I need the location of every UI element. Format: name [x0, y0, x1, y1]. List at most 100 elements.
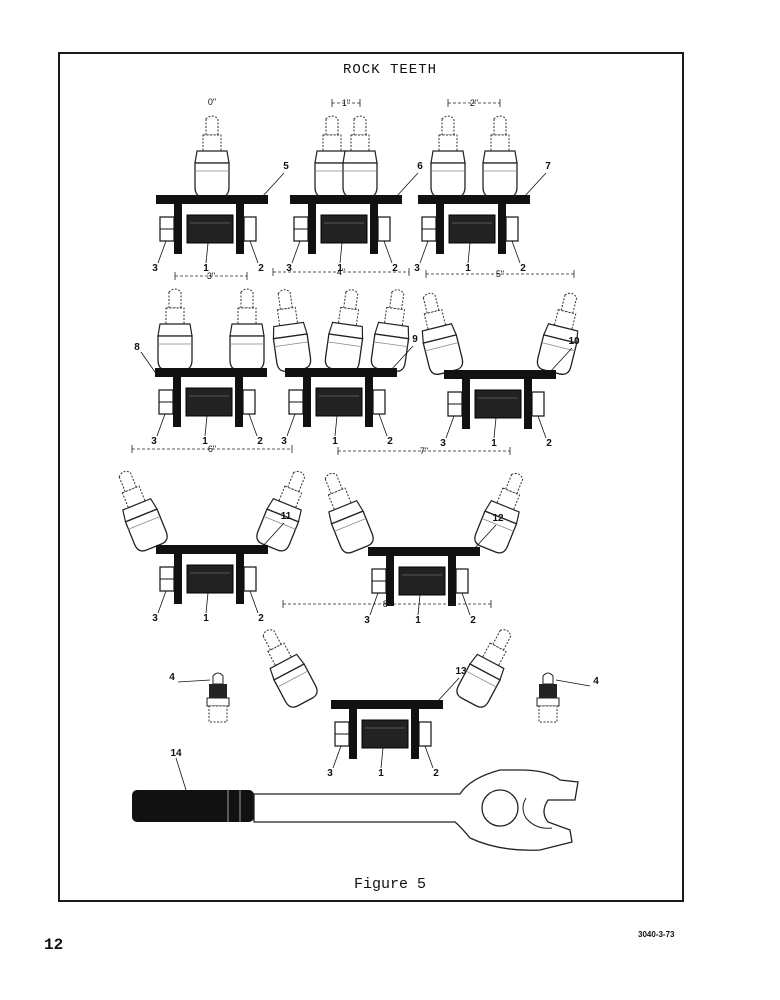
spacer-block	[185, 387, 233, 417]
rock-tooth-assembly: 1" 3 1 2 6	[286, 98, 423, 274]
rock-tooth	[324, 289, 364, 372]
mounting-bar	[444, 370, 556, 379]
part-label-nut: 2	[257, 436, 263, 447]
spacer-block	[320, 214, 368, 244]
assembly-ref-label: 7	[545, 161, 551, 172]
part-label-nut: 2	[258, 263, 264, 274]
page-number: 12	[44, 936, 64, 954]
bracket-leg	[524, 379, 532, 429]
bracket-leg	[498, 204, 506, 254]
bracket-leg	[236, 554, 244, 604]
bracket-leg	[365, 377, 373, 427]
bracket-leg	[308, 204, 316, 254]
mounting-bar	[156, 545, 268, 554]
rock-tooth	[430, 115, 466, 198]
spacing-label: 0"	[208, 97, 216, 107]
part-label-bolt: 3	[414, 263, 420, 274]
spacer-block	[398, 566, 446, 596]
rock-tooth	[474, 472, 524, 554]
spacer-block	[474, 389, 522, 419]
assembly-ref-label: 9	[412, 334, 418, 345]
part-label-nut: 2	[387, 436, 393, 447]
rock-tooth-assembly: 3" 3 1 2 8	[134, 271, 267, 447]
rock-tooth	[342, 115, 378, 198]
figure-caption: Figure 5	[353, 876, 426, 893]
part-label-bolt: 3	[151, 436, 157, 447]
mounting-bar	[156, 195, 268, 204]
nut	[242, 389, 256, 415]
rock-tooth	[118, 470, 168, 552]
nut	[243, 566, 257, 592]
loose-tooth-label: 4	[169, 672, 175, 683]
wrench-head	[253, 769, 579, 851]
rock-tooth	[272, 289, 312, 372]
nut	[243, 216, 257, 242]
loose-tooth-label: 4	[593, 676, 599, 687]
nut	[505, 216, 519, 242]
rock-tooth-assembly: 2" 3 1 2 7	[414, 98, 551, 274]
part-label-nut: 2	[433, 768, 439, 779]
rock-tooth	[262, 629, 318, 708]
nut	[377, 216, 391, 242]
part-label-spacer: 1	[202, 436, 208, 447]
spacing-label: 6"	[208, 444, 216, 454]
spacing-label: 7"	[420, 446, 428, 456]
part-label-bolt: 3	[440, 438, 446, 449]
bracket-leg	[386, 556, 394, 606]
spacer-block	[361, 719, 409, 749]
part-label-spacer: 1	[203, 613, 209, 624]
wrench-handle-grip	[132, 790, 254, 822]
mounting-bar	[418, 195, 530, 204]
part-label-spacer: 1	[337, 263, 343, 274]
mounting-bar	[285, 368, 397, 377]
rock-tooth	[229, 288, 265, 371]
part-label-bolt: 3	[152, 263, 158, 274]
spacer-block	[448, 214, 496, 244]
spacing-label: 3"	[207, 271, 215, 281]
assembly-ref-label: 6	[417, 161, 423, 172]
assembly-ref-label: 11	[281, 511, 292, 522]
part-label-spacer: 1	[203, 263, 209, 274]
loose-rock-tooth: 4	[169, 672, 230, 723]
bracket-leg	[448, 556, 456, 606]
spacer-block	[186, 214, 234, 244]
wrench-tool: 14	[132, 748, 579, 851]
spacing-label: 1"	[342, 98, 350, 108]
spacing-label: 2"	[470, 98, 478, 108]
bracket-leg	[370, 204, 378, 254]
part-label-spacer: 1	[332, 436, 338, 447]
rock-tooth	[194, 115, 230, 198]
assembly-ref-label: 12	[492, 513, 504, 524]
part-label-nut: 2	[470, 615, 476, 626]
part-label-nut: 2	[392, 263, 398, 274]
document-code: 3040-3-73	[638, 930, 675, 939]
bracket-leg	[235, 377, 243, 427]
rock-tooth	[456, 629, 512, 708]
bracket-leg	[411, 709, 419, 759]
rock-tooth	[421, 292, 464, 375]
nut	[455, 568, 469, 594]
bracket-leg	[462, 379, 470, 429]
mounting-bar	[155, 368, 267, 377]
part-label-nut: 2	[520, 263, 526, 274]
assembly-ref-label: 8	[134, 342, 140, 353]
bracket-leg	[174, 204, 182, 254]
assembly-ref-label: 10	[568, 336, 580, 347]
part-label-spacer: 1	[465, 263, 471, 274]
bracket-leg	[436, 204, 444, 254]
mounting-bar	[368, 547, 480, 556]
spacing-label: 4"	[337, 267, 345, 277]
nut	[418, 721, 432, 747]
nut	[531, 391, 545, 417]
bracket-leg	[173, 377, 181, 427]
part-label-bolt: 3	[364, 615, 370, 626]
bracket-leg	[349, 709, 357, 759]
part-label-bolt: 3	[327, 768, 333, 779]
bracket-leg	[236, 204, 244, 254]
part-label-nut: 2	[258, 613, 264, 624]
